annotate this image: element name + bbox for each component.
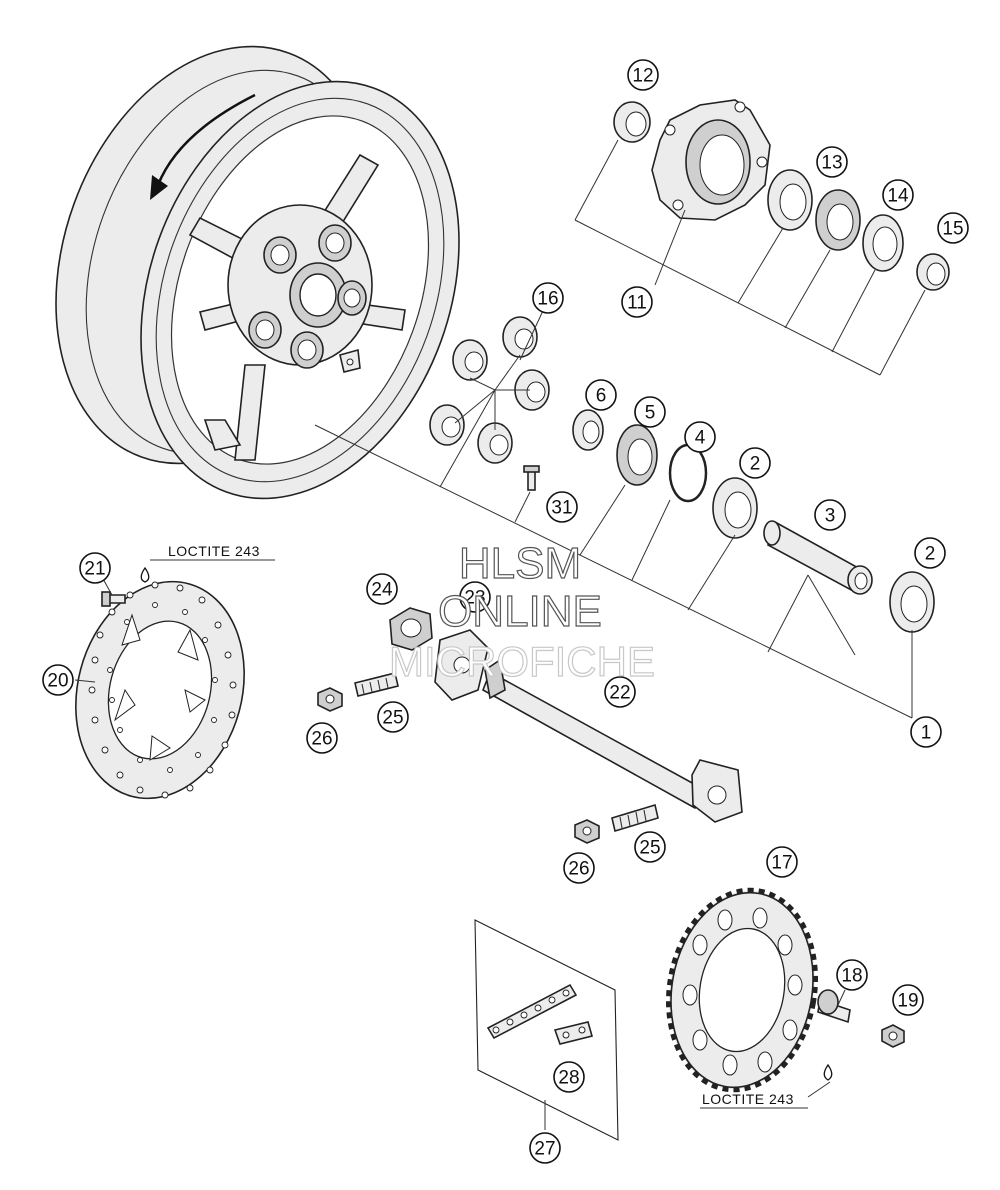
callout-label: 2 <box>750 454 761 475</box>
callout-21: 21 <box>79 552 111 584</box>
callout-20: 20 <box>42 664 74 696</box>
callout-label: 2 <box>925 544 936 565</box>
callout-15: 15 <box>937 212 969 244</box>
master-link-28 <box>553 1021 593 1045</box>
bearing-2b <box>889 571 935 633</box>
callout-label: 24 <box>371 580 393 601</box>
loctite-drop-icon <box>140 566 150 583</box>
valve-31 <box>523 465 540 491</box>
callout-label: 27 <box>534 1139 555 1160</box>
chain-adjuster-23 <box>434 629 489 701</box>
callout-label: 26 <box>568 859 589 880</box>
callout-label: 5 <box>645 403 656 424</box>
circlip-4 <box>668 443 708 503</box>
disc-bolt-21 <box>101 591 126 607</box>
callout-label: 14 <box>887 186 909 207</box>
chain-27 <box>486 983 578 1040</box>
callout-label: 22 <box>609 683 630 704</box>
watermark-line2: ONLINE <box>438 587 602 636</box>
bearing-2a <box>712 477 758 539</box>
callout-label: 1 <box>921 723 932 744</box>
callout-label: 11 <box>627 293 647 314</box>
callout-25b: 25 <box>634 831 666 863</box>
callout-19: 19 <box>892 984 924 1016</box>
callout-label: 4 <box>695 428 706 449</box>
callout-22: 22 <box>604 676 636 708</box>
callout-16: 16 <box>532 282 564 314</box>
callout-26b: 26 <box>563 852 595 884</box>
adjuster-nut-26b <box>574 819 600 844</box>
watermark-line1: HLSM <box>459 539 581 588</box>
callout-27: 27 <box>529 1132 561 1164</box>
loctite-note-disc: LOCTITE 243 <box>168 543 260 559</box>
callout-18: 18 <box>836 959 868 991</box>
chain-panel <box>474 919 619 1141</box>
bearing-13a <box>767 169 813 231</box>
callout-label: 17 <box>771 853 792 874</box>
callout-3: 3 <box>814 499 846 531</box>
callout-label: 26 <box>311 729 332 750</box>
callout-label: 3 <box>825 506 836 527</box>
callout-label: 21 <box>84 559 105 580</box>
callout-label: 15 <box>942 219 963 240</box>
callout-label: 16 <box>537 289 558 310</box>
callout-13: 13 <box>816 146 848 178</box>
hub-dampers <box>429 316 550 464</box>
callout-6: 6 <box>585 379 617 411</box>
spacer-6 <box>572 409 604 451</box>
callout-25a: 25 <box>377 701 409 733</box>
callout-label: 23 <box>464 588 485 609</box>
callout-1: 1 <box>910 716 942 748</box>
callout-24: 24 <box>366 573 398 605</box>
spacer-12 <box>613 101 651 143</box>
callout-label: 18 <box>841 966 862 987</box>
callout-2b: 2 <box>914 537 946 569</box>
seal-5 <box>616 424 658 486</box>
axle-22 <box>482 658 743 823</box>
callout-14: 14 <box>882 179 914 211</box>
callout-label: 20 <box>47 671 68 692</box>
seal-14 <box>862 214 904 272</box>
callout-2a: 2 <box>739 447 771 479</box>
callout-label: 13 <box>821 153 842 174</box>
callout-11: 11 <box>621 286 653 318</box>
callout-label: 6 <box>596 386 607 407</box>
callout-4: 4 <box>684 421 716 453</box>
sprocket-stud-18 <box>817 989 851 1024</box>
adjuster-bolt-25b <box>611 803 659 833</box>
brake-disc-20 <box>75 580 245 800</box>
bearing-13b <box>815 189 861 251</box>
axle-nut-24 <box>389 607 433 651</box>
watermark-line3: MICROFICHE <box>389 638 655 685</box>
rear-sprocket-17 <box>665 887 819 1093</box>
callout-23: 23 <box>459 581 491 613</box>
callout-label: 25 <box>382 708 403 729</box>
callout-26a: 26 <box>306 722 338 754</box>
callout-17: 17 <box>766 846 798 878</box>
spacer-15 <box>916 253 950 291</box>
callout-31: 31 <box>546 491 578 523</box>
sprocket-nut-19 <box>881 1024 905 1048</box>
leader-lines <box>74 139 926 1130</box>
rear-wheel <box>55 45 460 500</box>
callout-12: 12 <box>627 59 659 91</box>
rotation-arrow-icon <box>156 93 256 186</box>
adjuster-bolt-25a <box>354 672 399 697</box>
loctite-note-sprocket: LOCTITE 243 <box>702 1091 794 1107</box>
adjuster-nut-26a <box>317 687 343 712</box>
callout-label: 28 <box>558 1068 579 1089</box>
callout-label: 19 <box>897 991 918 1012</box>
callout-5: 5 <box>634 396 666 428</box>
callout-28: 28 <box>553 1061 585 1093</box>
callout-label: 25 <box>639 838 660 859</box>
sprocket-carrier <box>651 99 771 221</box>
callout-label: 12 <box>632 66 653 87</box>
spacer-tube-3 <box>763 520 873 595</box>
callout-label: 31 <box>551 498 572 519</box>
loctite-drop-icon <box>823 1063 833 1081</box>
